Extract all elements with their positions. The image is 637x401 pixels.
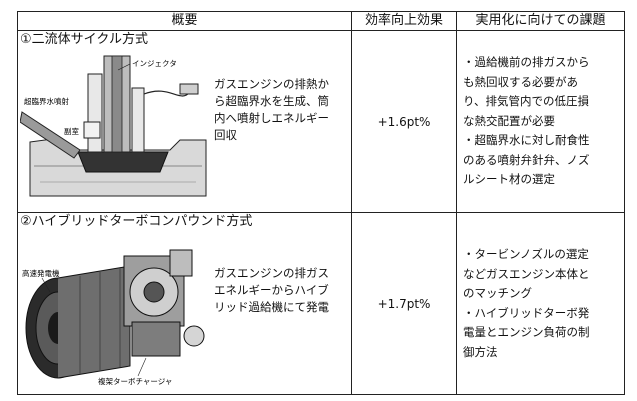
hybrid-turbo-illustration: 高速発電機 複架ターボチャージャ xyxy=(22,249,205,386)
overview-cell-1: ①二流体サイクル方式 xyxy=(17,30,352,213)
row-title-2: ②ハイブリッドターボコンパウンド方式 xyxy=(20,214,253,229)
overview-description-1: ガスエンジンの排熱か ら超臨界水を生成、筒 内へ噴射しエネルギー 回収 xyxy=(214,77,329,142)
callout-turbocharger: 複架ターボチャージャ xyxy=(98,376,172,386)
overview-description-2: ガスエンジンの排ガス エネルギーからハイブ リッド過給機にて発電 xyxy=(214,266,329,314)
table-row: ②ハイブリッドターボコンパウンド方式 xyxy=(17,212,625,395)
callout-generator: 高速発電機 xyxy=(22,268,60,278)
two-fluid-cycle-illustration: 超臨界水噴射 インジェクタ 副室 xyxy=(20,55,207,197)
table-header-row: 概要 効率向上効果 実用化に向けての課題 xyxy=(17,11,625,31)
callout-supercritical: 超臨界水噴射 xyxy=(24,96,69,106)
callout-injector: インジェクタ xyxy=(132,59,177,68)
header-overview: 概要 xyxy=(17,11,352,31)
overview-cell-2: ②ハイブリッドターボコンパウンド方式 xyxy=(17,212,352,395)
header-issues: 実用化に向けての課題 xyxy=(456,11,625,31)
issues-cell-2: ・タービンノズルの選定 などガスエンジン本体と のマッチング ・ハイブリッドター… xyxy=(456,212,625,395)
effect-value-1: +1.6pt% xyxy=(351,30,457,213)
effect-value-2: +1.7pt% xyxy=(351,212,457,395)
tech-comparison-table: 概要 効率向上効果 実用化に向けての課題 ①二流体サイクル方式 xyxy=(17,11,625,395)
callout-subchamber: 副室 xyxy=(64,126,79,136)
row-title-1: ①二流体サイクル方式 xyxy=(20,32,149,47)
issues-cell-1: ・過給機前の排ガスから も熱回収する必要があ り、排気管内での低圧損 な熱交配置… xyxy=(456,30,625,213)
table-row: ①二流体サイクル方式 xyxy=(17,30,625,213)
header-effect: 効率向上効果 xyxy=(351,11,457,31)
